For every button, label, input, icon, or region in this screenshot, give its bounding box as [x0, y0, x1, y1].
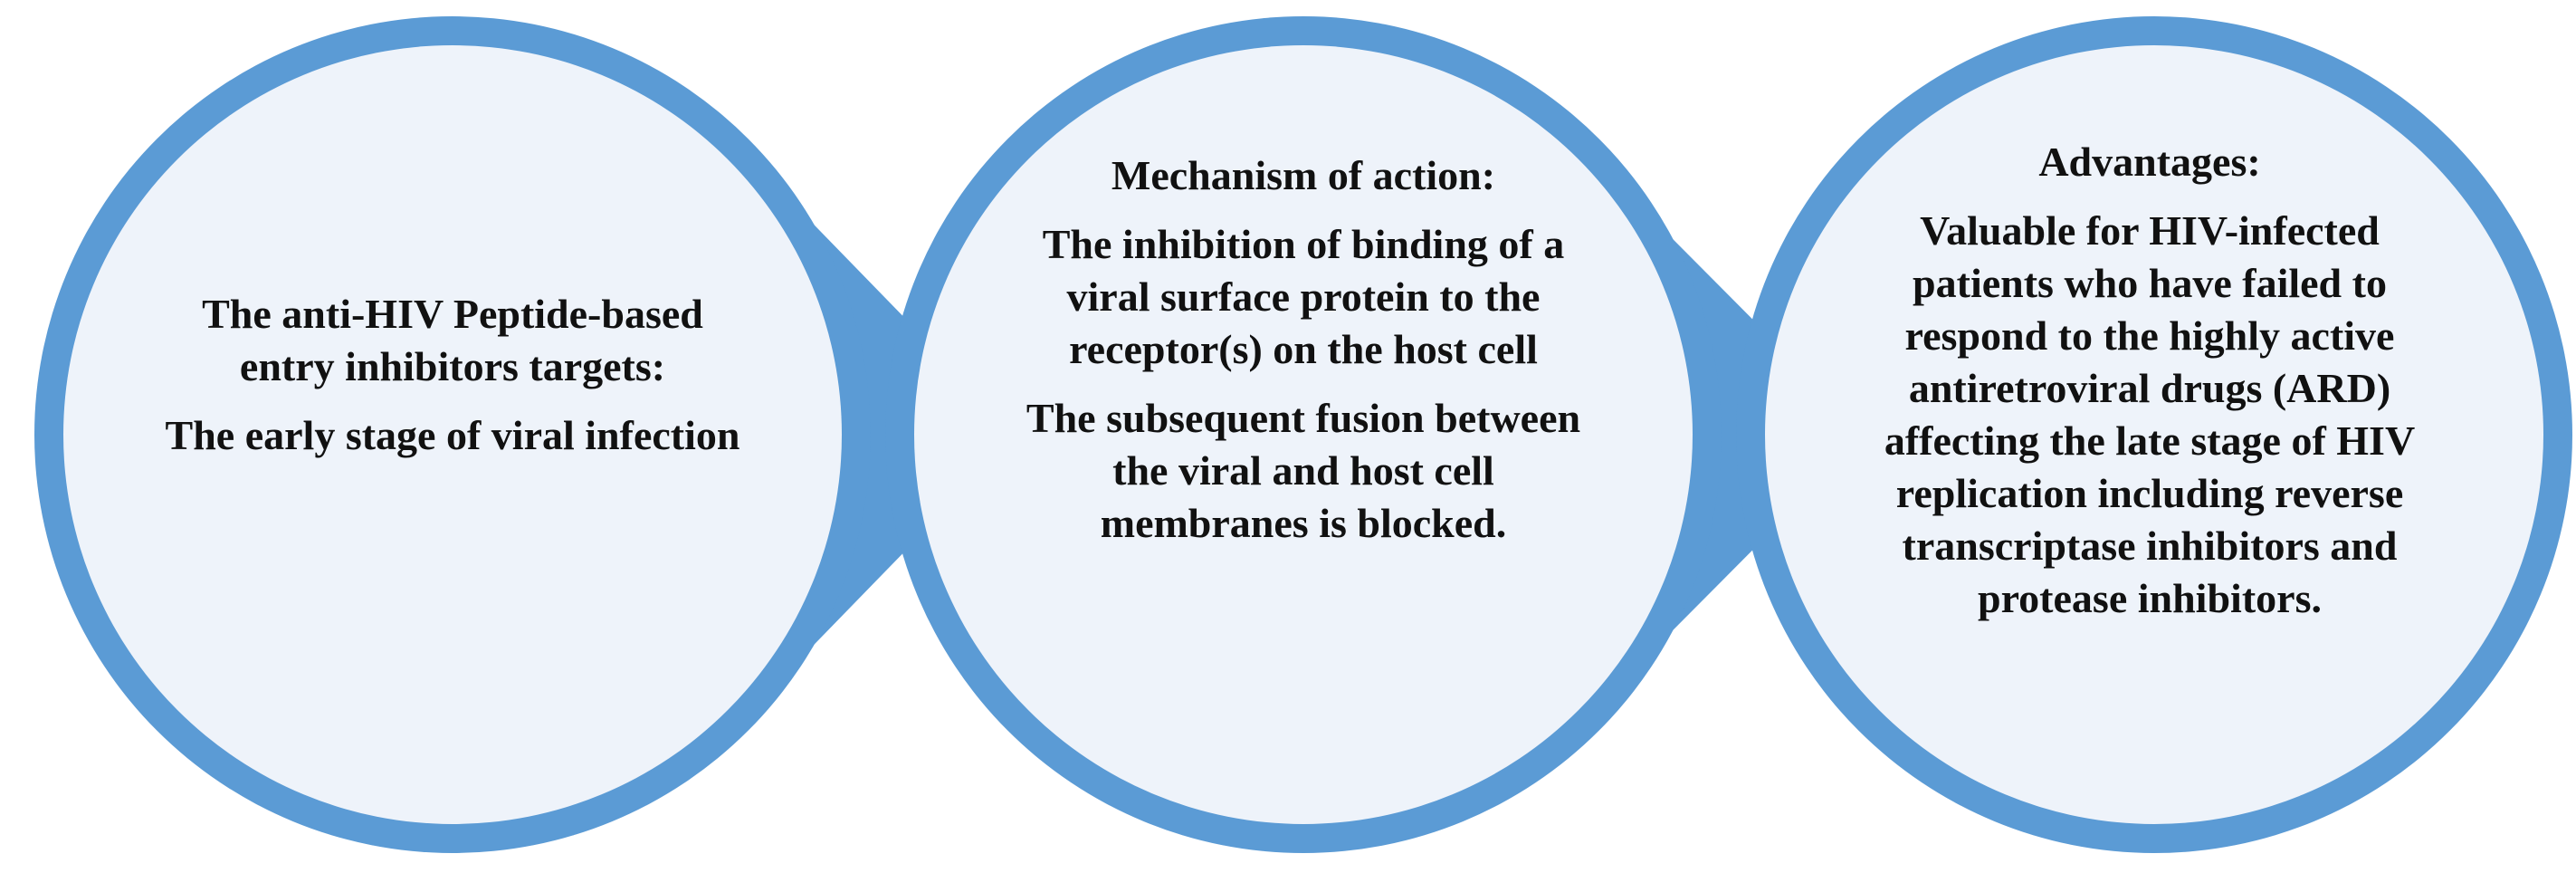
- stage-3-text: Advantages: Valuable for HIV-infected pa…: [1851, 136, 2448, 625]
- stage-1-fill: [63, 45, 842, 824]
- stage-2-line-1: The inhibition of binding of a viral sur…: [1042, 221, 1565, 372]
- stage-2-heading: Mechanism of action:: [1111, 152, 1496, 198]
- stage-1-line: The early stage of viral infection: [165, 412, 740, 458]
- stage-1-text: The anti-HIV Peptide-based entry inhibit…: [163, 288, 742, 462]
- stage-1-shape: [34, 16, 1018, 853]
- stage-2-fill: [914, 45, 1693, 824]
- stage-2-text: Mechanism of action: The inhibition of b…: [1023, 149, 1584, 550]
- stage-2-shape: [885, 16, 1867, 853]
- stage-3-line: Valuable for HIV-infected patients who h…: [1884, 207, 2416, 621]
- stage-3-fill: [1765, 45, 2543, 824]
- stage-1-heading: The anti-HIV Peptide-based entry inhibit…: [202, 291, 703, 389]
- stage-3-heading: Advantages:: [2038, 139, 2261, 185]
- stage-2-line-2: The subsequent fusion between the viral …: [1026, 395, 1581, 546]
- stage-3-shape: [1736, 16, 2572, 853]
